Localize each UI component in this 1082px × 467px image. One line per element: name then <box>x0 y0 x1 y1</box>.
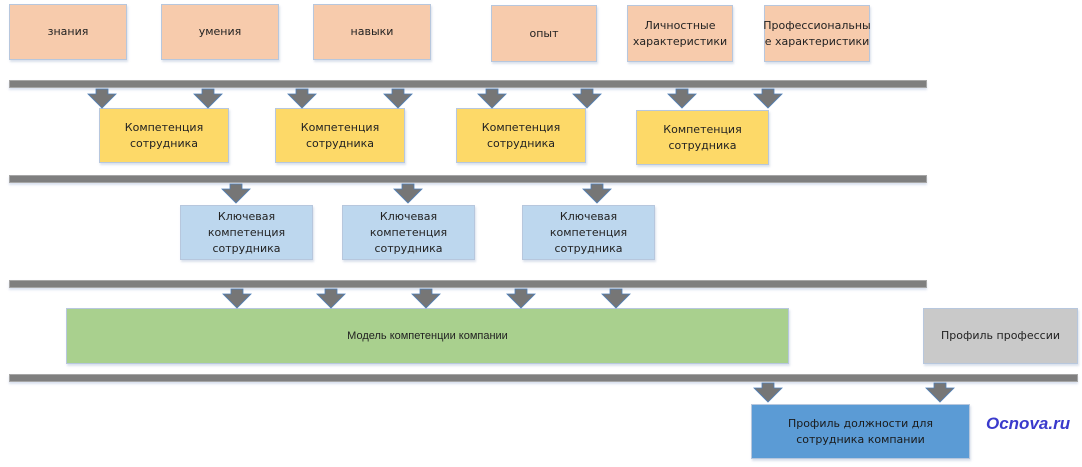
key-competency-box: Ключевая компетенция сотрудника <box>180 205 313 260</box>
model-label: Модель компетенции компании <box>347 330 508 342</box>
source-label: знания <box>47 25 89 38</box>
connector-bar-4 <box>9 374 1078 382</box>
competency-box: Компетенция сотрудника <box>99 108 229 163</box>
position-profile-box: Профиль должности для сотрудника компани… <box>751 404 970 459</box>
source-label: навыки <box>350 25 394 38</box>
source-box-experience: опыт <box>491 5 597 62</box>
source-box-abilities: навыки <box>313 4 431 60</box>
source-box-personal-traits: Личностные характеристики <box>627 5 733 62</box>
competency-box: Компетенция сотрудника <box>456 108 586 163</box>
source-box-professional-traits: Профессиональны е характеристики <box>763 5 871 62</box>
key-competency-label: Ключевая компетенция сотрудника <box>549 209 628 255</box>
profession-profile-label: Профиль профессии <box>940 329 1061 342</box>
source-label: Личностные характеристики <box>632 18 728 48</box>
source-label: опыт <box>529 26 559 40</box>
source-label: Профессиональны е характеристики <box>763 18 871 48</box>
position-profile-label: Профиль должности для сотрудника компани… <box>787 416 934 446</box>
brand-watermark: Ocnova.ru <box>986 414 1071 433</box>
competency-box: Компетенция сотрудника <box>636 110 769 165</box>
connector-bar-3 <box>9 280 927 288</box>
competency-label: Компетенция сотрудника <box>300 120 380 150</box>
competency-label: Компетенция сотрудника <box>663 122 742 152</box>
source-box-skills: умения <box>161 4 279 60</box>
key-competency-label: Ключевая компетенция сотрудника <box>207 209 286 255</box>
profession-profile-box: Профиль профессии <box>923 308 1078 364</box>
source-box-knowledge: знания <box>9 4 127 60</box>
key-competency-box: Ключевая компетенция сотрудника <box>342 205 475 260</box>
competency-label: Компетенция сотрудника <box>481 120 561 150</box>
competency-label: Компетенция сотрудника <box>124 120 204 150</box>
company-competency-model-box: Модель компетенции компании <box>66 308 789 364</box>
connector-bar-2 <box>9 175 927 183</box>
key-competency-label: Ключевая компетенция сотрудника <box>369 209 448 255</box>
connector-bar-1 <box>9 80 927 88</box>
source-label: умения <box>198 25 242 38</box>
competency-box: Компетенция сотрудника <box>275 108 405 163</box>
key-competency-box: Ключевая компетенция сотрудника <box>522 205 655 260</box>
